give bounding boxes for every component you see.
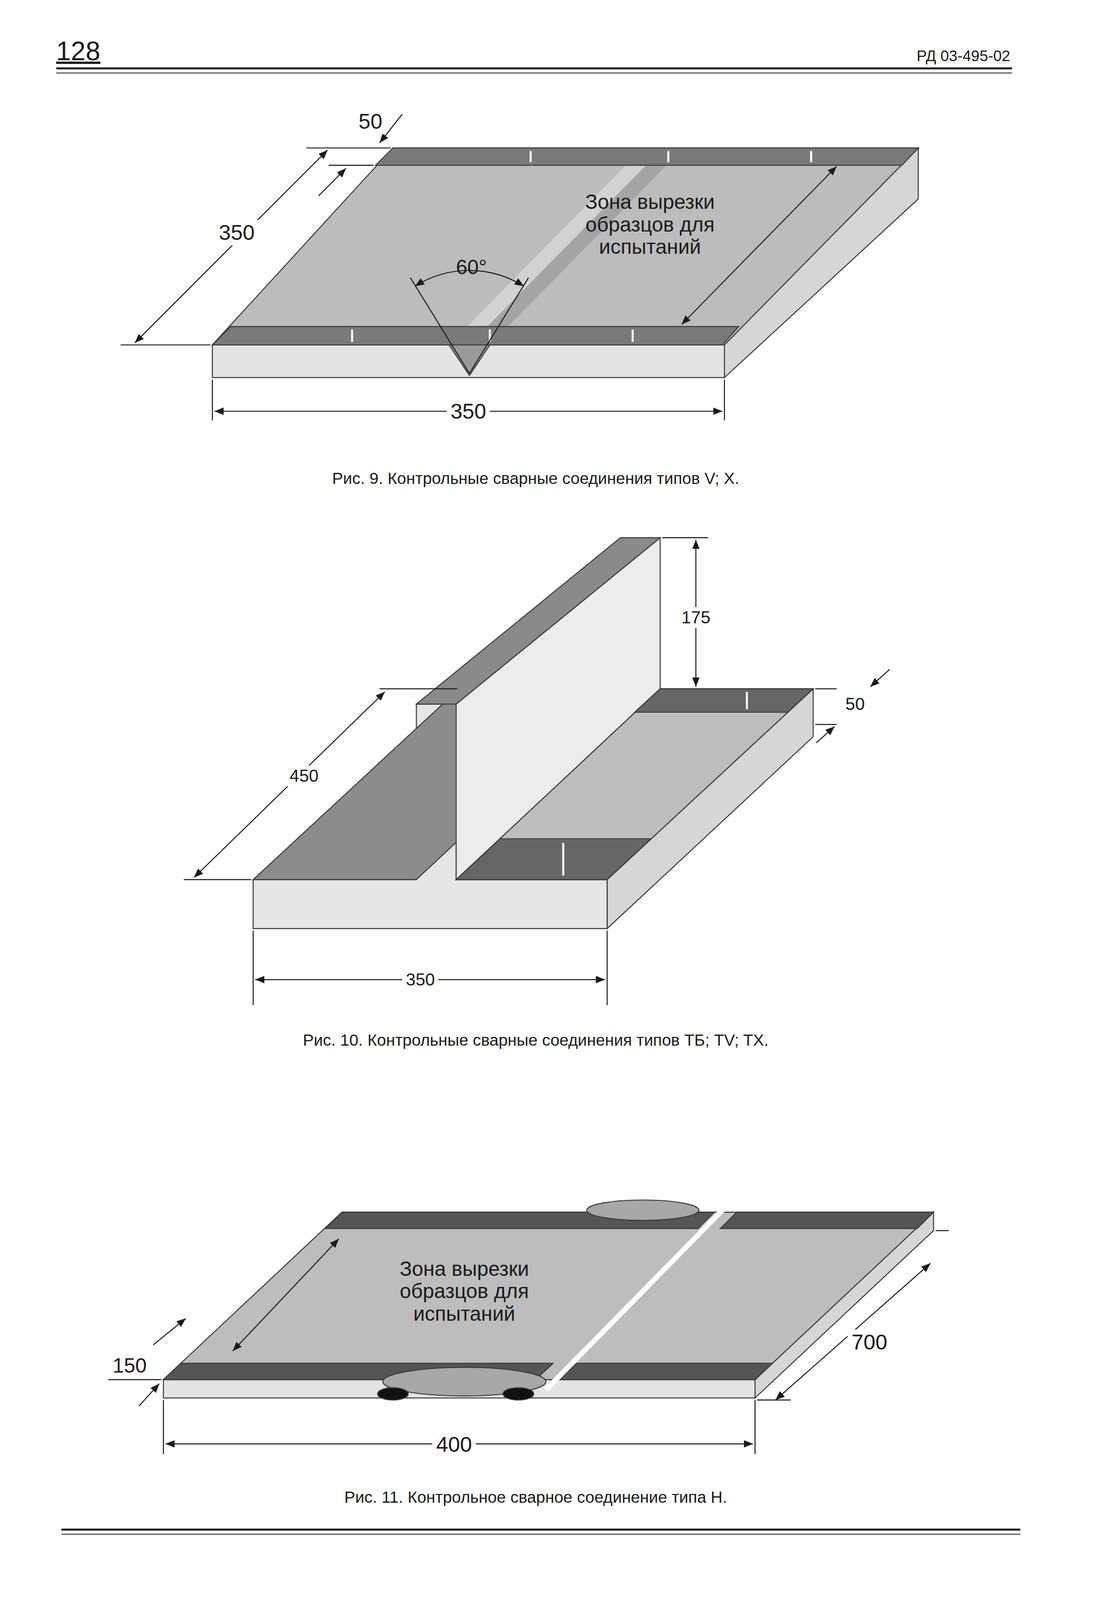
dimension-lines	[183, 537, 890, 1005]
dimension: 350	[402, 968, 439, 990]
dimension: 150	[108, 1353, 151, 1378]
angle-label: 60°	[455, 256, 488, 279]
zone-label: Зона вырезки образцов для испытаний	[548, 190, 753, 259]
document-code: РД 03-495-02	[916, 47, 1011, 65]
zone-label: Зона вырезки образцов для испытаний	[362, 1257, 567, 1325]
dimension: 175	[677, 606, 715, 628]
tee-joint	[253, 537, 814, 929]
dimension: 400	[432, 1431, 476, 1457]
footer-rule	[61, 1529, 1021, 1534]
dimension: 450	[286, 765, 323, 787]
dimension-lines	[120, 114, 837, 421]
header-rule	[56, 68, 1013, 74]
dimension-lines	[108, 1230, 950, 1454]
h-joint-plate	[163, 1199, 934, 1400]
dimension: 50	[841, 693, 869, 715]
figure-caption: Рис. 11. Контрольное сварное соединение …	[344, 1487, 728, 1506]
page-number: 128	[56, 36, 101, 66]
dimension: 350	[215, 219, 259, 246]
dimension: 50	[354, 108, 387, 135]
dimension: 350	[446, 398, 490, 425]
figure-caption: Рис. 9. Контрольные сварные соединения т…	[332, 469, 740, 488]
figure-caption: Рис. 10. Контрольные сварные соединения …	[302, 1030, 769, 1050]
dimension: 700	[847, 1329, 891, 1355]
butt-joint-plate	[212, 147, 919, 378]
